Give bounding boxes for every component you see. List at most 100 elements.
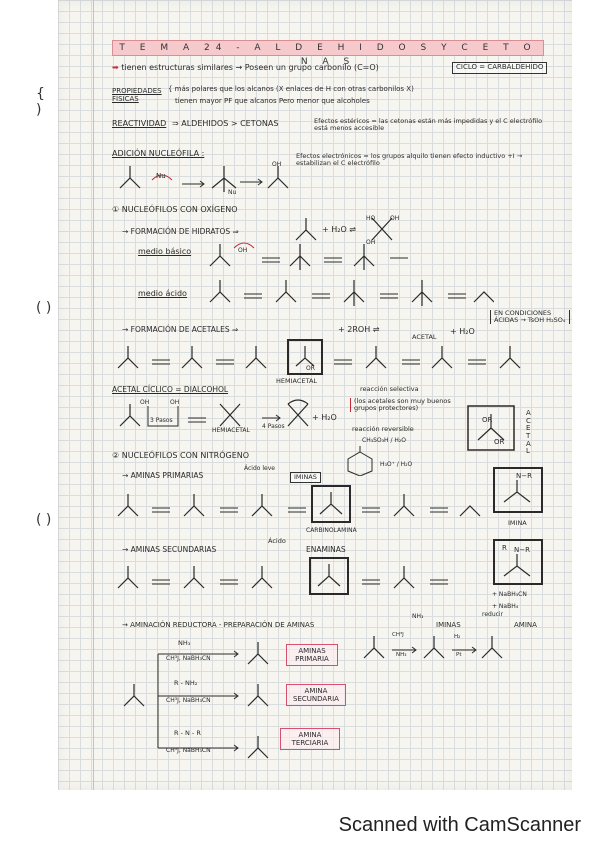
aminacion-label: → AMINACIÓN REDUCTORA - PREPARACIÓN DE A… bbox=[122, 621, 315, 629]
svg-text:Nu: Nu bbox=[228, 189, 236, 196]
svg-text:OH: OH bbox=[170, 399, 179, 406]
margin-line bbox=[93, 0, 94, 790]
reag-rnr: R - N - R bbox=[174, 729, 201, 737]
svg-text:OH: OH bbox=[238, 247, 247, 254]
hemiacetal-label: HEMIACETAL bbox=[276, 377, 318, 385]
intro-line: ➡ tienen estructuras similares → Poseen … bbox=[112, 63, 379, 73]
svg-text:OR: OR bbox=[306, 365, 315, 372]
pasos2-label: 4 Pasos bbox=[262, 423, 285, 430]
secundarias-label: → AMINAS SECUNDARIAS bbox=[122, 545, 217, 554]
aminacion-iminas: IMINAS bbox=[436, 621, 461, 629]
primarias-label: → AMINAS PRIMARIAS bbox=[122, 471, 204, 480]
effect-steric: Efectos estéricos = las cetonas están má… bbox=[314, 117, 543, 133]
enamina-box: R N−R bbox=[493, 539, 543, 585]
acetal-vertical-label: ACETAL bbox=[526, 409, 531, 456]
imine-reduction-scheme bbox=[363, 636, 503, 659]
svg-text:N−R: N−R bbox=[516, 472, 532, 480]
props-line-2: tienen mayor PF que alcanos Pero menor q… bbox=[175, 97, 370, 105]
nabh3cn-label: + NaBH₃CN bbox=[492, 591, 527, 598]
scanner-watermark: Scanned with CamScanner bbox=[338, 814, 581, 836]
basic-mechanism: OH OH bbox=[209, 239, 408, 270]
imine-mechanism bbox=[117, 485, 481, 523]
svg-text:OR: OR bbox=[482, 416, 493, 424]
medio-acido-label: medio ácido bbox=[138, 289, 187, 298]
hole-mark: ( ) bbox=[36, 300, 52, 316]
acetal-ciclico-label: ACETAL CÍCLICO = DIALCOHOL bbox=[112, 385, 229, 394]
props-label: PROPIEDADES FÍSICAS bbox=[112, 87, 162, 103]
aminacion-amina: AMINA bbox=[514, 621, 537, 629]
scan-footer bbox=[0, 790, 599, 848]
page-title: T E M A 24 - A L D E H I D O S Y C E T O… bbox=[112, 40, 544, 67]
amina-secundaria-box: AMINA SECUNDARIA bbox=[286, 684, 346, 707]
imina-box: N−R bbox=[493, 467, 543, 513]
acetal-label: ACETAL bbox=[412, 333, 437, 341]
imina-label: IMINA bbox=[508, 519, 527, 527]
cond-r: CH³J, NaBH₃CN bbox=[166, 697, 211, 704]
acetal-box: OR OR bbox=[467, 405, 515, 451]
nabh4-label: + NaBH₄ bbox=[492, 603, 519, 610]
reductive-amination-tree bbox=[123, 642, 269, 759]
hole-mark: { ) bbox=[36, 86, 45, 118]
pt-label: Pt bbox=[456, 652, 462, 658]
reaccion-reversible: reacción reversible bbox=[352, 425, 414, 433]
svg-text:OH: OH bbox=[140, 399, 149, 406]
intro-text: tienen estructuras similares → Poseen un… bbox=[121, 63, 379, 72]
svg-text:HO: HO bbox=[366, 215, 376, 222]
acido-leve: Ácido leve bbox=[244, 465, 275, 472]
hidratos-eq: + H₂O ⇌ bbox=[322, 225, 357, 234]
reactividad-label: REACTIVIDAD bbox=[112, 119, 167, 128]
svg-text:Nu: Nu bbox=[156, 172, 166, 180]
acido-label: Ácido bbox=[268, 537, 286, 545]
adicion-label: ADICIÓN NUCLEÓFILA : bbox=[112, 149, 205, 158]
h2o-plus: + H₂O bbox=[312, 413, 337, 422]
pasos-label: 3 Pasos bbox=[150, 417, 173, 424]
amina-terciaria-box: AMINA TERCIARIA bbox=[280, 728, 340, 751]
enaminas-label: ENAMINAS bbox=[306, 545, 346, 554]
acetales-eq2: + H₂O bbox=[450, 327, 475, 336]
medio-basico-label: medio básico bbox=[138, 247, 192, 256]
svg-text:OH: OH bbox=[272, 161, 281, 168]
hemiacetal2-label: HEMIACETAL bbox=[212, 427, 250, 434]
reag-nh3: NH₃ bbox=[178, 639, 191, 647]
ch3j-label: CH³J bbox=[392, 632, 404, 638]
hidrolisis: H₃O⁺ / H₂O bbox=[380, 461, 413, 468]
ciclo-box: CICLO = CARBALDEHIDO bbox=[452, 62, 548, 74]
notebook-page bbox=[58, 0, 572, 790]
hole-mark: ( ) bbox=[36, 512, 52, 528]
reag-rnh2: R - NH₂ bbox=[174, 679, 198, 687]
hydrate-equation: HO OH bbox=[295, 215, 399, 241]
aminacion-nh3: NH₃ bbox=[412, 613, 424, 620]
effect-electronic: Efectos electrónicos = los grupos alquil… bbox=[296, 152, 523, 168]
enamine-mechanism bbox=[117, 557, 448, 595]
section1-label: ① NUCLEÓFILOS CON OXÍGENO bbox=[112, 205, 238, 214]
cyclohexanone-icon bbox=[347, 446, 373, 476]
hidratos-label: → FORMACIÓN DE HIDRATOS ⇒ bbox=[122, 227, 239, 236]
h2-label: H₂ bbox=[454, 634, 461, 640]
props-line-1: { más polares que los alcanos (X enlaces… bbox=[168, 85, 414, 93]
svg-text:OH: OH bbox=[366, 239, 375, 246]
nh3b-label: NH₃ bbox=[396, 652, 407, 658]
reactividad-text: ⇒ ALDEHIDOS > CETONAS bbox=[172, 119, 279, 128]
svg-text:OH: OH bbox=[390, 215, 399, 222]
condiciones-acidas: EN CONDICIONES ÁCIDAS → TsOH H₂SO₄ bbox=[490, 309, 570, 325]
carbinolamina-label: CARBINOLAMINA bbox=[306, 527, 357, 534]
binder-holes: { ) ( ) ( ) bbox=[36, 0, 56, 790]
section2-label: ② NUCLEÓFILOS CON NITRÓGENO bbox=[112, 451, 250, 460]
aminacion-reducir: reducir bbox=[482, 611, 504, 618]
iminas-box: IMINAS bbox=[290, 472, 321, 484]
cyclic-acetal-scheme: OH OH bbox=[119, 399, 309, 427]
acetales-eq: + 2ROH ⇌ bbox=[338, 325, 380, 334]
arrow-icon: ➡ bbox=[112, 63, 119, 72]
cond-nh3: CH³J, NaBH₃CN bbox=[166, 655, 211, 662]
reactivos: CH₃SO₃H / H₂O bbox=[362, 437, 407, 444]
svg-text:N−R: N−R bbox=[514, 546, 530, 554]
cond-rr: CH³J, NaBH₃CN bbox=[166, 747, 211, 754]
acetal-mechanism: OR bbox=[117, 339, 521, 375]
acid-mechanism bbox=[209, 280, 494, 306]
protectores-note: (los acetales son muy buenos grupos prot… bbox=[350, 397, 464, 413]
amina-primaria-box: AMINAS PRIMARIA bbox=[286, 644, 338, 667]
svg-text:R: R bbox=[502, 544, 507, 552]
acetales-label: → FORMACIÓN DE ACETALES ⇒ bbox=[122, 325, 239, 334]
svg-text:OR: OR bbox=[494, 438, 505, 446]
nucleophilic-addition-scheme: Nu Nu OH bbox=[119, 161, 289, 196]
